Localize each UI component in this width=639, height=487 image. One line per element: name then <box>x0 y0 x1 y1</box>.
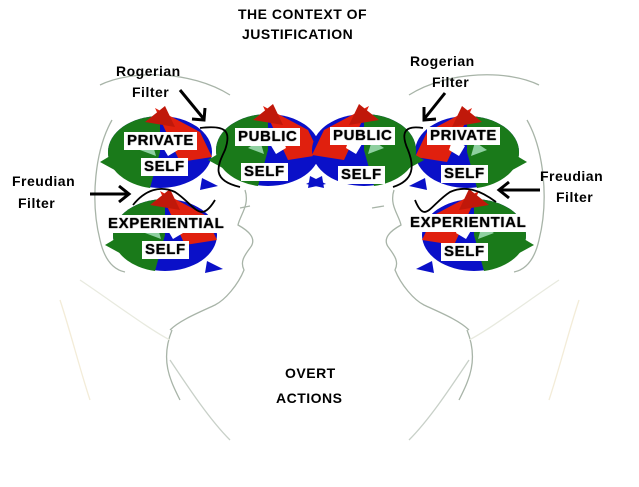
right-freudian-filter-curve <box>414 188 497 213</box>
right-rogerian-label-2: Filter <box>432 74 470 90</box>
right-rogerian-arrow-icon <box>422 92 447 122</box>
right-rogerian-label: Rogerian <box>410 53 475 69</box>
left-private-self-label: SELF <box>141 158 188 176</box>
bottom-line-1: OVERT <box>285 365 336 381</box>
left-experiential-self-label: SELF <box>142 241 189 259</box>
right-freudian-label-2: Filter <box>556 189 594 205</box>
right-private-label: PRIVATE <box>427 127 500 145</box>
left-freudian-label-2: Filter <box>18 195 56 211</box>
left-private-label: PRIVATE <box>124 132 197 150</box>
right-freudian-label: Freudian <box>540 168 604 184</box>
left-rogerian-arrow-icon <box>178 89 207 122</box>
right-experiential-self-label: SELF <box>441 243 488 261</box>
right-head-sketch <box>371 74 580 441</box>
title-line-1: THE CONTEXT OF <box>238 6 368 22</box>
right-public-label: PUBLIC <box>330 127 396 145</box>
left-freudian-filter-curve <box>132 188 216 213</box>
left-freudian-arrow-icon <box>90 184 132 204</box>
title-line-2: JUSTIFICATION <box>242 26 354 42</box>
bottom-line-2: ACTIONS <box>276 390 343 406</box>
left-rogerian-label-2: Filter <box>132 84 170 100</box>
right-freudian-arrow-icon <box>496 180 540 200</box>
right-private-self-label: SELF <box>441 165 488 183</box>
left-head-sketch <box>59 74 254 441</box>
left-public-label: PUBLIC <box>235 128 301 146</box>
left-experiential-label: EXPERIENTIAL <box>105 215 228 233</box>
right-public-self-label: SELF <box>338 166 385 184</box>
left-public-self-label: SELF <box>241 163 288 181</box>
left-rogerian-filter-curve <box>199 126 241 188</box>
right-experiential-label: EXPERIENTIAL <box>407 214 530 232</box>
right-rogerian-filter-curve <box>392 126 424 188</box>
left-rogerian-label: Rogerian <box>116 63 181 79</box>
left-freudian-label: Freudian <box>12 173 76 189</box>
